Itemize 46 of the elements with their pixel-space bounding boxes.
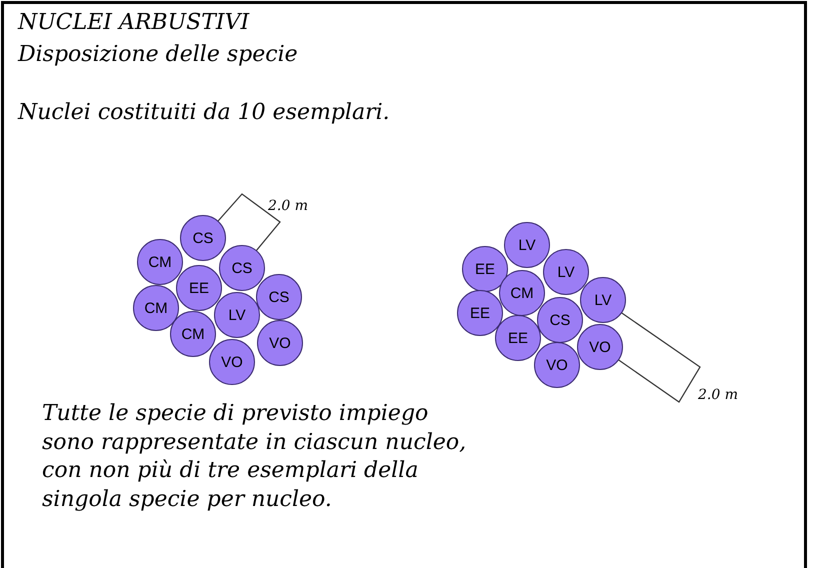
species-code: CS	[192, 230, 214, 246]
shrub-circle	[137, 239, 183, 285]
shrub-circle	[543, 249, 589, 295]
shrub-circle	[256, 274, 302, 320]
species-code: CS	[550, 312, 570, 328]
note-text: Tutte le specie di previsto impiego sono rappresentate in ciascun nucleo, con non più di tre esemplari della singola specie per nucleo.	[42, 400, 468, 514]
shrub-circle	[133, 285, 179, 331]
subtitle: Disposizione delle specie	[18, 42, 298, 67]
dimension-label: 2.0 m	[698, 387, 738, 403]
species-code: CS	[268, 288, 290, 306]
shrub-circle	[170, 311, 216, 357]
title: NUCLEI ARBUSTIVI	[18, 10, 250, 35]
shrub-circle	[180, 215, 226, 261]
subtitle: Nuclei costituiti da 10 esemplari.	[18, 100, 390, 125]
shrub-circle	[257, 320, 303, 366]
species-code: VO	[589, 338, 611, 356]
shrub-circle	[577, 324, 623, 370]
species-code: EE	[474, 260, 495, 278]
species-code: VO	[269, 334, 291, 352]
species-code: VO	[546, 356, 568, 374]
shrub-circle	[219, 245, 265, 291]
species-code: CM	[181, 326, 205, 342]
species-code: EE	[508, 330, 528, 346]
species-code: CM	[148, 254, 172, 270]
shrub-circle	[537, 297, 583, 343]
shrub-circle	[534, 342, 580, 388]
shrub-circle	[499, 270, 545, 316]
species-code: LV	[518, 236, 536, 254]
shrub-circle	[580, 277, 626, 323]
species-code: VO	[221, 354, 243, 370]
species-code: LV	[228, 306, 246, 324]
shrub-circle	[209, 339, 255, 385]
species-code: EE	[188, 280, 209, 296]
shrub-circle	[214, 292, 260, 338]
species-code: LV	[557, 264, 575, 280]
species-code: CM	[144, 300, 168, 316]
dimension-label: 2.0 m	[268, 198, 308, 214]
shrub-circle	[495, 315, 541, 361]
shrub-circle	[462, 246, 508, 292]
species-code: CS	[232, 260, 252, 276]
shrub-circle	[457, 290, 503, 336]
species-code: EE	[470, 304, 490, 322]
shrub-circle	[176, 265, 222, 311]
species-code: CM	[510, 284, 534, 302]
shrub-circle	[504, 222, 550, 268]
species-code: LV	[594, 292, 612, 308]
